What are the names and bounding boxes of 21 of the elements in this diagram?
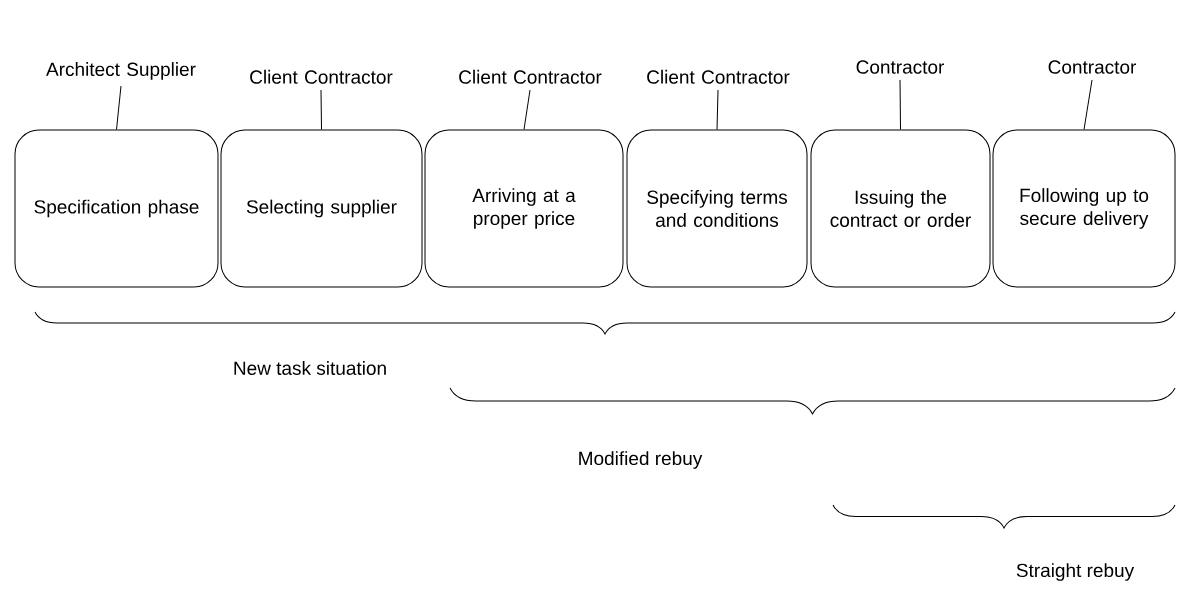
role-label: Contractor — [1048, 60, 1137, 74]
connector-line — [320, 89, 322, 130]
connector-line — [523, 89, 531, 130]
process-box: Specification phase — [14, 129, 219, 288]
role-label: Client Contractor — [459, 69, 602, 84]
role-label: Contractor — [856, 60, 945, 74]
process-box: Issuing the contract or order — [810, 129, 991, 288]
process-box: Specifying terms and conditions — [626, 129, 808, 288]
brace-label: Modified rebuy — [579, 451, 703, 469]
connector-line — [116, 85, 122, 130]
role-label: Client Contractor — [250, 69, 393, 84]
role-label: Client Contractor — [647, 69, 790, 84]
connector-line — [716, 89, 719, 130]
process-box: Selecting supplier — [220, 129, 423, 288]
process-box: Arriving at a proper price — [424, 129, 624, 288]
connector-line — [1083, 79, 1093, 130]
brace-label: Straight rebuy — [1016, 563, 1135, 581]
brace-label: New task situation — [234, 361, 386, 375]
process-box: Following up to secure delivery — [992, 129, 1176, 288]
role-label: Architect Supplier — [46, 62, 196, 80]
connector-line — [899, 79, 901, 130]
